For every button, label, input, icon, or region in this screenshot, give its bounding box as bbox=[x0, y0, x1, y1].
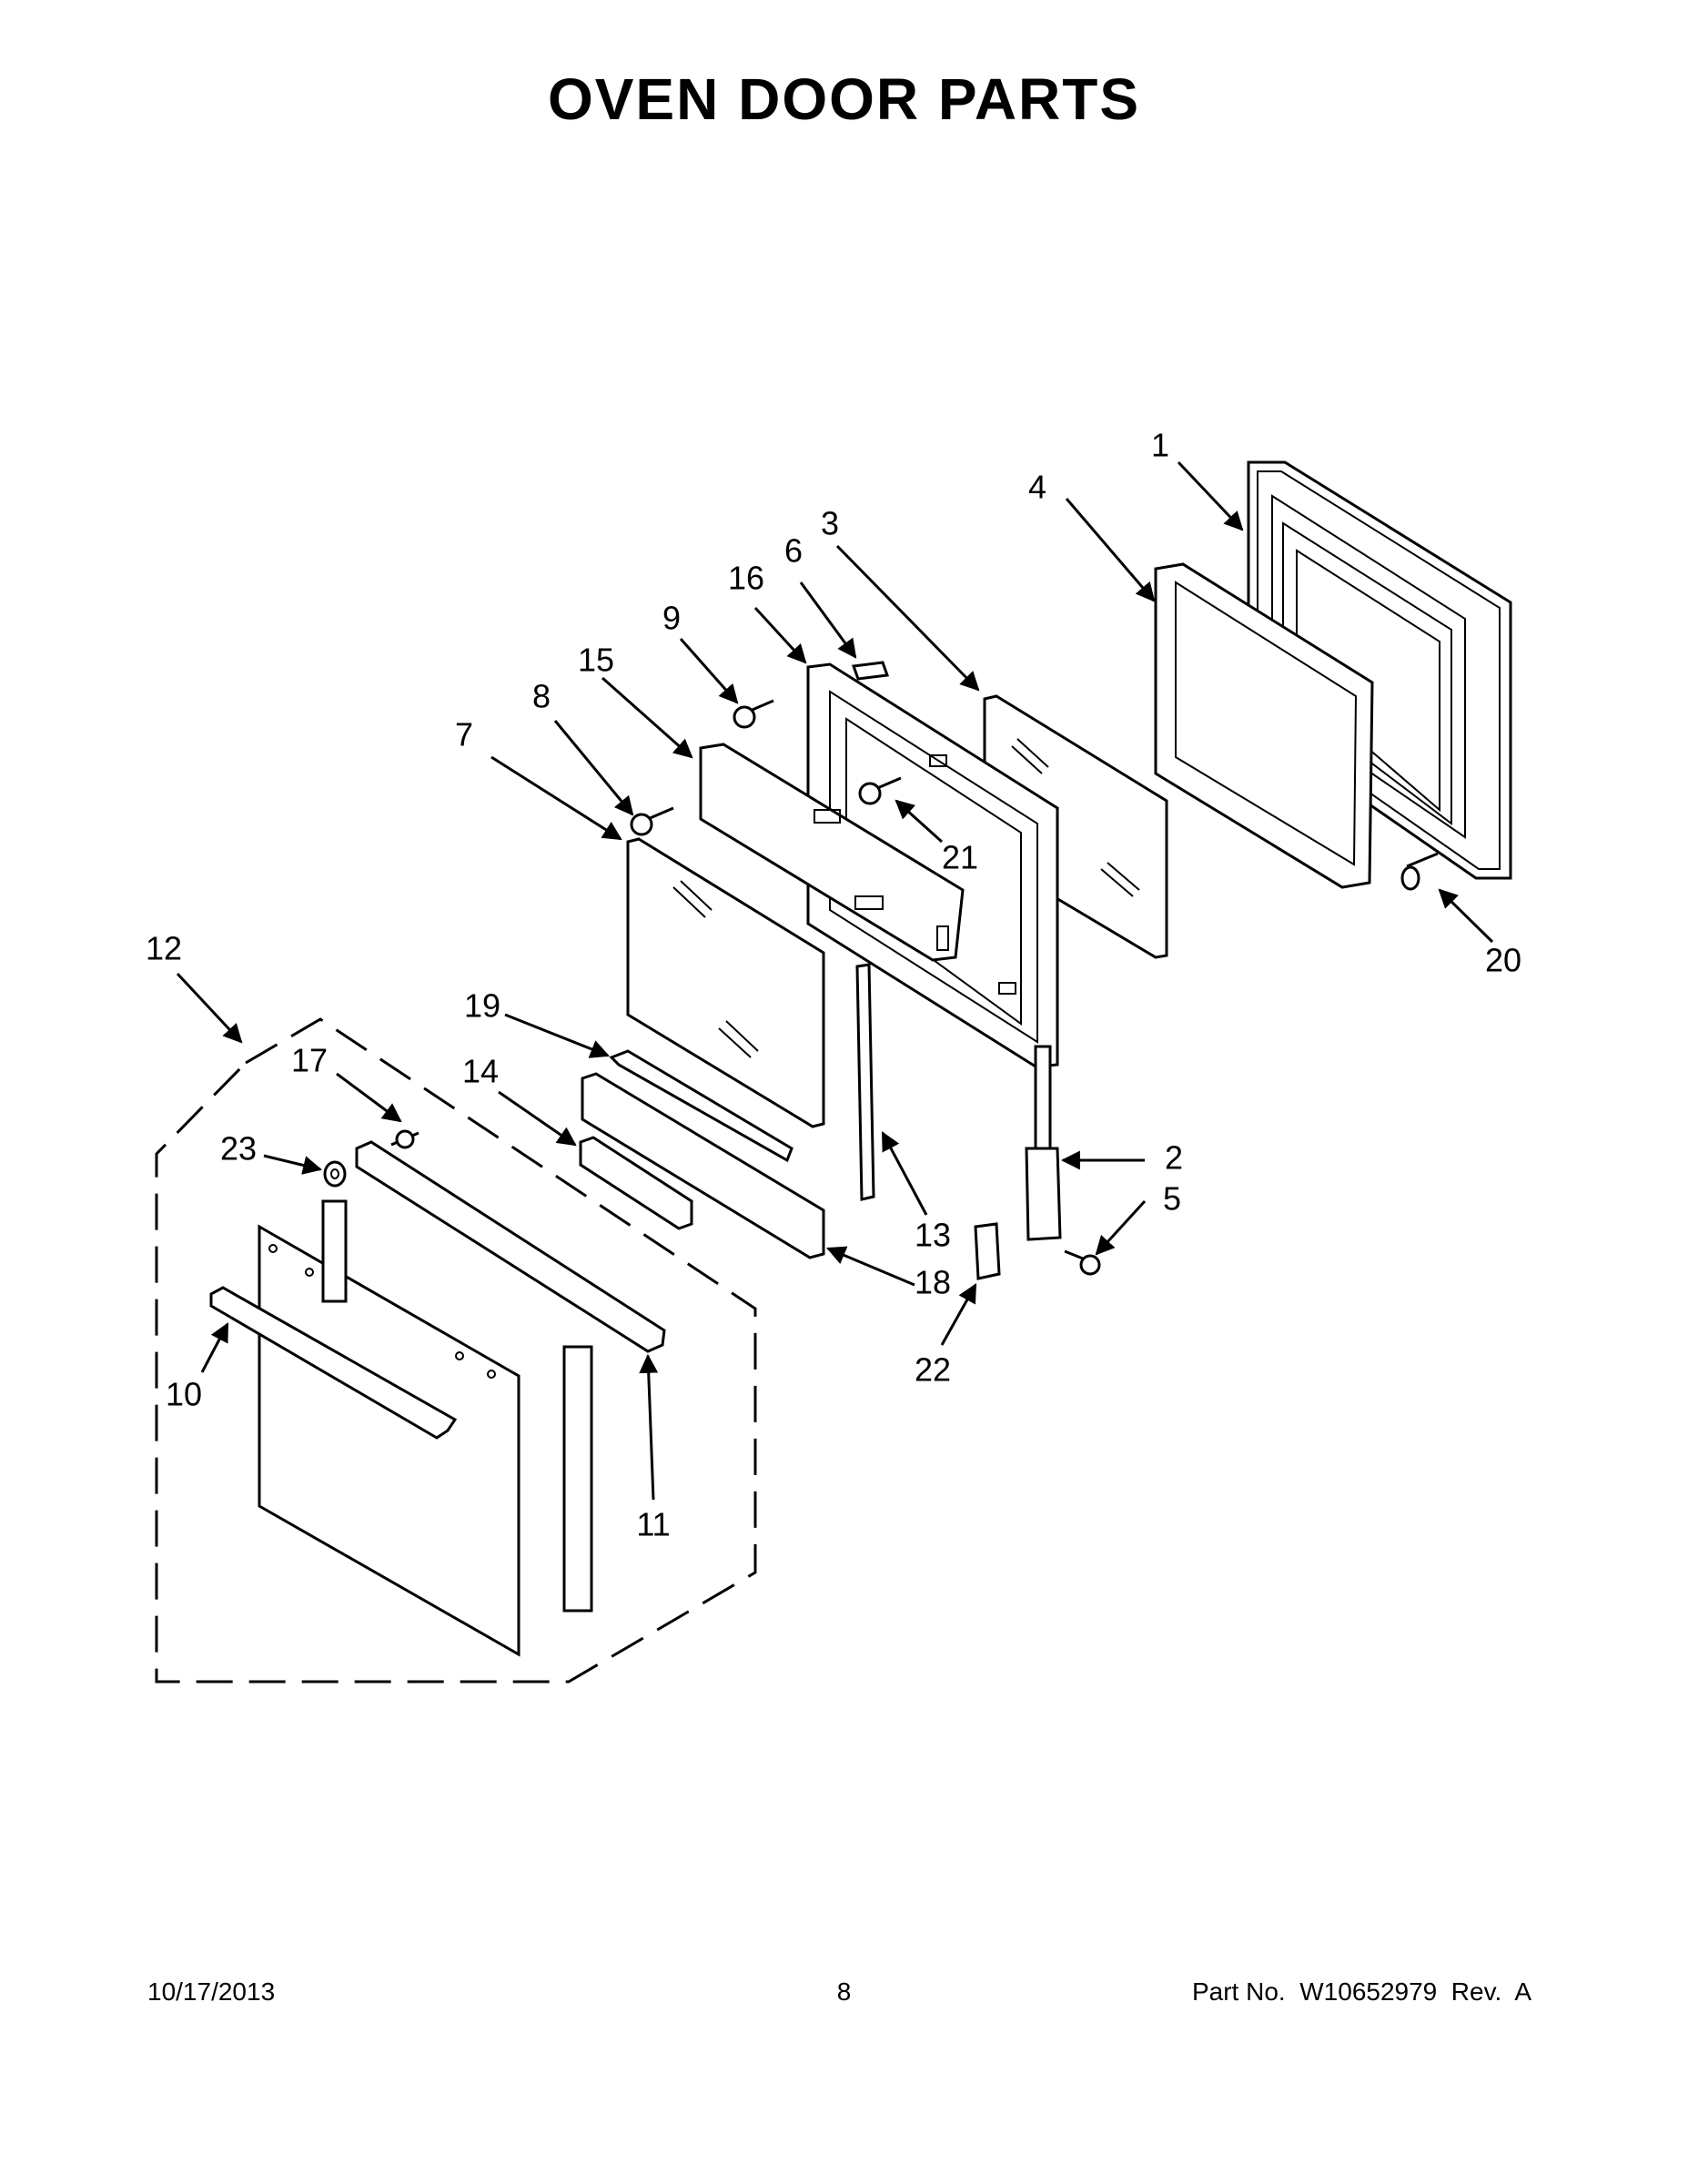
part-6-spacer bbox=[851, 661, 890, 681]
callout-20: 20 bbox=[1485, 942, 1521, 979]
callout-14: 14 bbox=[462, 1053, 499, 1090]
part-15-bracket-plate bbox=[699, 743, 965, 962]
callout-5: 5 bbox=[1163, 1180, 1181, 1218]
part-11-long-rail bbox=[355, 1140, 666, 1353]
callout-15: 15 bbox=[578, 642, 614, 679]
part-18-rail bbox=[581, 1072, 825, 1259]
callout-6: 6 bbox=[784, 532, 803, 570]
callout-16: 16 bbox=[728, 560, 764, 597]
callout-9: 9 bbox=[662, 600, 681, 637]
part-4-door-frame bbox=[1154, 562, 1374, 889]
callout-11: 11 bbox=[636, 1506, 670, 1543]
footer-date: 10/17/2013 bbox=[147, 1977, 276, 2006]
callout-17: 17 bbox=[291, 1042, 328, 1079]
callout-19: 19 bbox=[464, 987, 500, 1025]
callout-2: 2 bbox=[1165, 1139, 1183, 1177]
callout-4: 4 bbox=[1028, 469, 1046, 506]
part-20-screw bbox=[1400, 852, 1439, 891]
footer-page-number: 8 bbox=[836, 1977, 852, 2006]
part-9-screw bbox=[733, 699, 774, 729]
callout-7: 7 bbox=[455, 716, 473, 753]
leader-lines bbox=[176, 460, 1494, 1501]
part-5-screw bbox=[1064, 1249, 1101, 1276]
callout-1: 1 bbox=[1151, 427, 1169, 464]
callout-12: 12 bbox=[146, 930, 182, 967]
part-10-handle bbox=[209, 1286, 458, 1440]
callout-21: 21 bbox=[942, 839, 978, 876]
callout-22: 22 bbox=[915, 1351, 951, 1389]
part-2-hinge bbox=[1025, 1045, 1062, 1241]
callout-23: 23 bbox=[220, 1130, 257, 1168]
part-17-screw bbox=[390, 1129, 419, 1149]
callout-13: 13 bbox=[915, 1217, 951, 1254]
part-19-top-bracket bbox=[609, 1049, 793, 1163]
part-23-washer bbox=[323, 1160, 347, 1188]
callout-18: 18 bbox=[915, 1264, 951, 1301]
part-side-strip-left bbox=[321, 1199, 348, 1303]
part-13-vertical-bracket bbox=[855, 963, 875, 1201]
callout-10: 10 bbox=[166, 1376, 202, 1413]
part-14-vent bbox=[579, 1136, 693, 1230]
part-8-screw bbox=[630, 806, 674, 836]
part-22-clip bbox=[974, 1222, 1001, 1280]
part-side-strip-right bbox=[562, 1345, 593, 1613]
callout-3: 3 bbox=[821, 505, 839, 542]
part-door-glass-outer bbox=[258, 1224, 521, 1657]
footer-part-number: Part No. W10652979 Rev. A bbox=[1191, 1977, 1531, 2006]
page-title: OVEN DOOR PARTS bbox=[547, 66, 1141, 132]
callout-labels: 1 2 3 4 5 6 7 8 9 10 11 12 13 14 15 16 1… bbox=[146, 427, 1521, 1543]
part-7-inner-glass bbox=[626, 837, 825, 1128]
part-12-outer-door-assembly bbox=[155, 1017, 757, 1684]
callout-8: 8 bbox=[532, 678, 551, 715]
part-21-screw bbox=[858, 776, 902, 805]
